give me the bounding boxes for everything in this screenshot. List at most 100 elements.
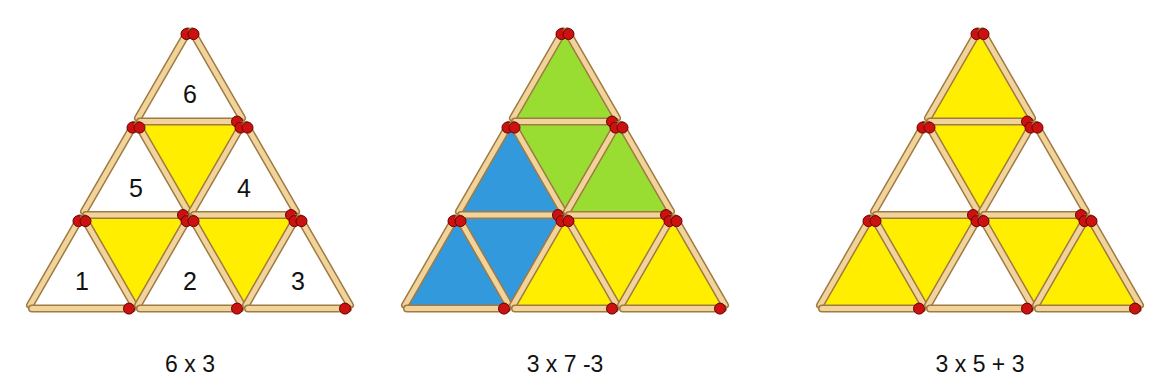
match-wood [246, 125, 296, 212]
matchstick [407, 303, 510, 314]
match-wood [1036, 125, 1086, 212]
match-head [188, 29, 199, 40]
match-outline [874, 219, 924, 306]
match-head [509, 122, 520, 133]
match-wood [248, 306, 348, 311]
match-wood [246, 219, 296, 306]
colored-triangle [926, 122, 1034, 216]
match-wood [140, 306, 240, 311]
matchstick [930, 303, 1033, 314]
matchstick [820, 216, 874, 306]
match-outline [140, 118, 240, 126]
match-outline [623, 305, 723, 313]
match-wood [407, 306, 507, 311]
match-wood [822, 306, 922, 311]
match-wood [1036, 219, 1086, 306]
matchstick [928, 29, 982, 119]
caption-formula: 6 x 3 [165, 353, 215, 376]
matchstick [617, 122, 671, 212]
match-head [617, 122, 628, 133]
matchstick [32, 303, 135, 314]
match-wood [84, 219, 134, 306]
match-outline [138, 219, 188, 306]
matchstick [982, 122, 1036, 212]
match-outline [248, 305, 348, 313]
match-wood [930, 119, 1030, 124]
match-outline [30, 219, 80, 306]
match-outline [300, 219, 350, 306]
match-outline [140, 305, 240, 313]
match-wood [623, 306, 723, 311]
match-outline [820, 219, 870, 306]
caption-formula: 3 x 7 -3 [527, 353, 604, 376]
match-wood [621, 125, 671, 212]
match-outline [246, 125, 296, 212]
callout-number: 4 [237, 175, 251, 200]
match-wood [192, 125, 242, 212]
match-outline [515, 305, 615, 313]
match-head [715, 303, 726, 314]
match-outline [86, 211, 186, 219]
match-outline [407, 305, 507, 313]
colored-triangle [82, 215, 190, 309]
matchstick [455, 216, 509, 306]
match-head [455, 216, 466, 227]
caption-formula: 3 x 5 + 3 [936, 353, 1025, 376]
callout-number: 2 [183, 269, 197, 294]
match-head [978, 29, 989, 40]
match-outline [567, 219, 617, 306]
matchstick [567, 122, 621, 212]
matchstick [621, 216, 675, 306]
match-wood [675, 219, 725, 306]
matchstick [509, 122, 563, 212]
matchstick [924, 122, 978, 212]
match-wood [513, 219, 563, 306]
match-wood [928, 31, 978, 118]
matchstick [984, 210, 1087, 221]
match-wood [138, 219, 188, 306]
match-head [1086, 216, 1097, 227]
match-wood [461, 213, 561, 218]
matchstick [563, 29, 617, 119]
colored-triangle [511, 28, 619, 122]
match-outline [874, 125, 924, 212]
callout-number: 5 [129, 175, 143, 200]
matchstick [671, 216, 725, 306]
match-head [870, 216, 881, 227]
match-outline [138, 125, 188, 212]
match-wood [984, 213, 1084, 218]
colored-triangle [565, 122, 673, 216]
matchstick [563, 216, 617, 306]
match-wood [567, 125, 617, 212]
match-head [242, 122, 253, 133]
match-outline [621, 125, 671, 212]
match-wood [140, 119, 240, 124]
match-outline [675, 219, 725, 306]
match-wood [405, 219, 455, 306]
colored-triangle [619, 215, 727, 309]
match-head [563, 216, 574, 227]
match-wood [138, 31, 188, 118]
match-outline [569, 211, 669, 219]
match-outline [567, 125, 617, 212]
match-wood [192, 31, 242, 118]
match-wood [459, 219, 509, 306]
matchstick-triangle [403, 28, 727, 314]
match-outline [930, 305, 1030, 313]
match-outline [930, 118, 1030, 126]
match-outline [192, 125, 242, 212]
match-head [914, 303, 925, 314]
match-wood [1038, 306, 1138, 311]
matchstick [876, 210, 979, 221]
match-outline [513, 219, 563, 306]
match-outline [461, 211, 561, 219]
match-outline [515, 118, 615, 126]
match-outline [192, 31, 242, 118]
match-outline [928, 125, 978, 212]
match-head [499, 303, 510, 314]
match-head [232, 303, 243, 314]
match-head [1130, 303, 1141, 314]
